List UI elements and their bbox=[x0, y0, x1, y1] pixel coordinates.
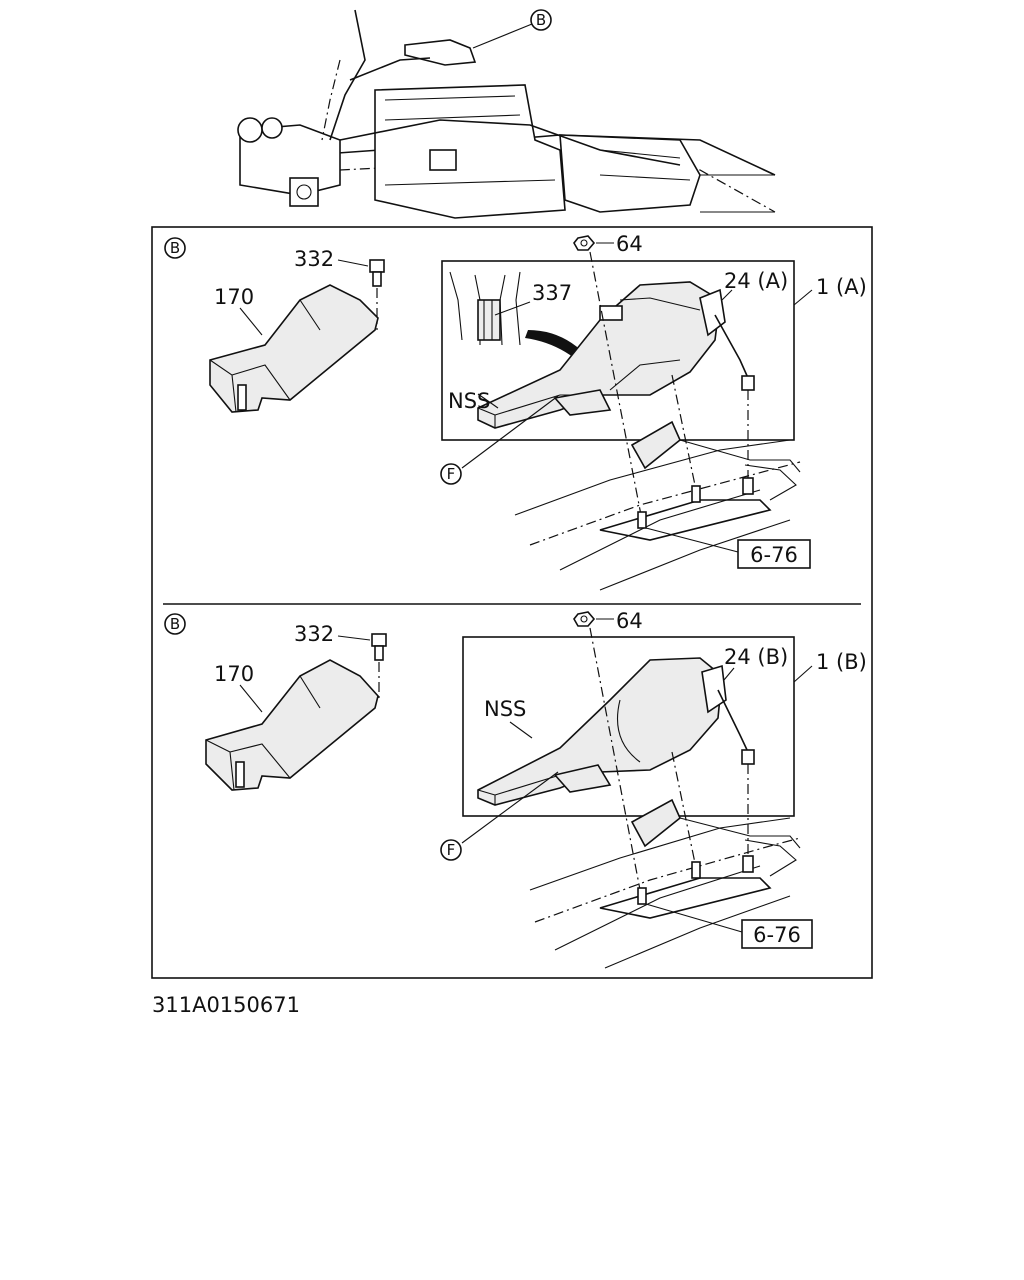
nut-64-b bbox=[573, 611, 596, 627]
label-24b: 24 (B) bbox=[724, 645, 788, 669]
vehicle-overview: B bbox=[237, 9, 776, 219]
nut-64 bbox=[573, 235, 596, 251]
label-ref-a: 6-76 bbox=[750, 543, 798, 567]
label-ref-b: 6-76 bbox=[753, 923, 801, 947]
label-170: 170 bbox=[214, 285, 254, 309]
figure-code: 311A0150671 bbox=[152, 993, 300, 1017]
panel-b: B 332 170 64 bbox=[164, 609, 867, 969]
label-nss-b: NSS bbox=[484, 697, 526, 721]
inset-337 bbox=[449, 271, 610, 392]
label-332-b: 332 bbox=[294, 622, 334, 646]
detail-frame bbox=[151, 226, 873, 979]
label-1a: 1 (A) bbox=[816, 275, 867, 299]
panel-a-inner-box bbox=[441, 260, 795, 441]
panel-b-inner-box bbox=[462, 636, 795, 817]
clip-332-b bbox=[371, 633, 387, 700]
panel-a-f-marker bbox=[440, 463, 462, 485]
label-24a: 24 (A) bbox=[724, 269, 788, 293]
label-170-b: 170 bbox=[214, 662, 254, 686]
floor-base-b bbox=[529, 798, 801, 969]
panel-a-view-marker bbox=[164, 237, 186, 259]
overview-callout-b bbox=[530, 9, 552, 31]
label-337: 337 bbox=[532, 281, 572, 305]
floor-base-a bbox=[514, 420, 801, 591]
panel-b-view-marker bbox=[164, 613, 186, 635]
overview-callout-b-text: B bbox=[536, 11, 546, 29]
cover-170-b bbox=[205, 659, 379, 791]
brake-lever-1b bbox=[477, 657, 755, 855]
label-332: 332 bbox=[294, 247, 334, 271]
label-64-b: 64 bbox=[616, 609, 643, 633]
panel-a: B 332 170 64 bbox=[164, 232, 867, 591]
brake-lever-1a bbox=[477, 281, 755, 482]
cover-170 bbox=[209, 284, 379, 413]
label-nss-a: NSS bbox=[448, 389, 490, 413]
ref-box-b bbox=[741, 919, 813, 949]
label-64: 64 bbox=[616, 232, 643, 256]
label-1b: 1 (B) bbox=[816, 650, 867, 674]
panel-b-f-marker-text: F bbox=[447, 841, 456, 859]
panel-a-view-marker-text: B bbox=[170, 239, 180, 257]
panel-b-f-marker bbox=[440, 839, 462, 861]
ref-box-a bbox=[737, 539, 811, 569]
panel-b-view-marker-text: B bbox=[170, 615, 180, 633]
panel-a-f-marker-text: F bbox=[447, 465, 456, 483]
